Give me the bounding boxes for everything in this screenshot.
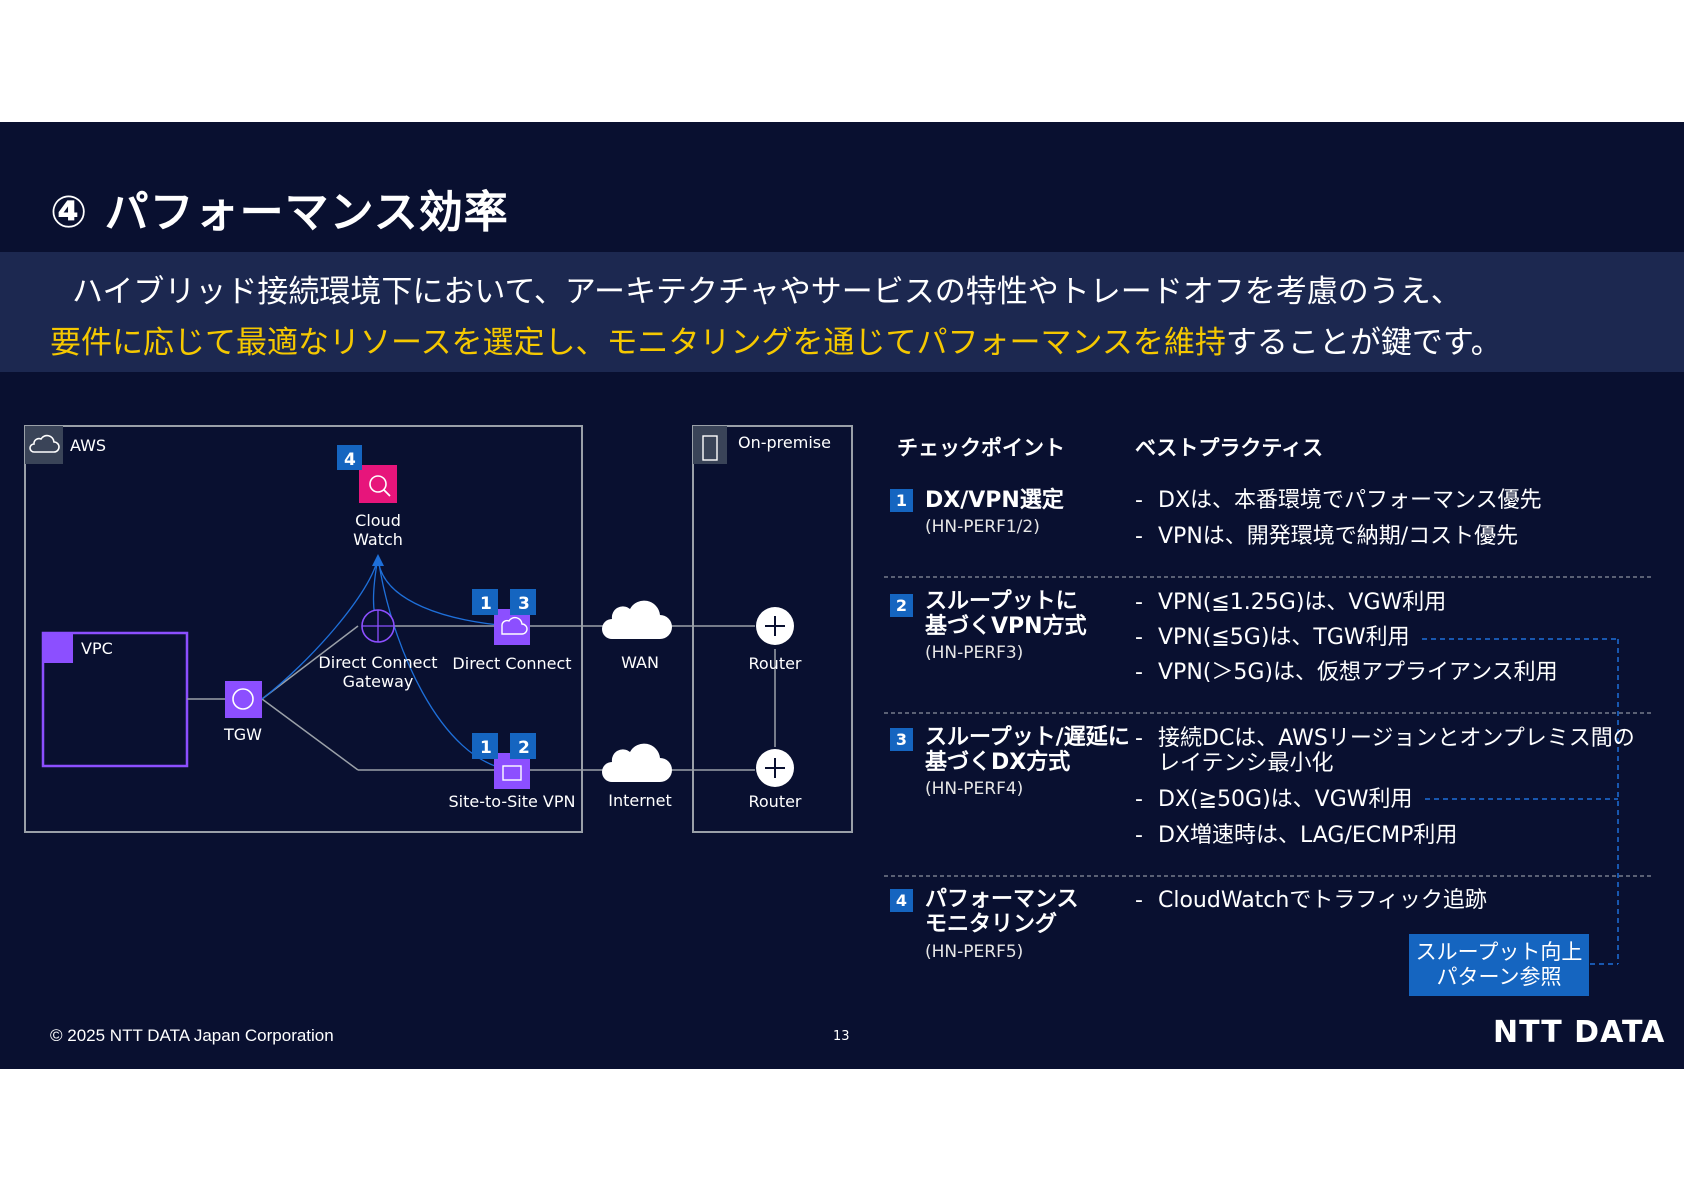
slide: ④ パフォーマンス効率 ハイブリッド接続環境下において、アーキテクチャやサービス…: [0, 122, 1684, 1069]
badge-vpn-1: [472, 733, 498, 759]
row-2-dash-1: -: [1135, 590, 1143, 615]
cloudwatch-glyph: [369, 475, 387, 493]
building-icon: [693, 426, 727, 464]
row-3-code: (HN-PERF4): [925, 779, 1024, 799]
badge-dc-3-text: 3: [518, 594, 530, 614]
row-4-practice-1: CloudWatchでトラフィック追跡: [1158, 888, 1487, 913]
page-title: ④ パフォーマンス効率: [50, 187, 509, 238]
internet-label: Internet: [608, 791, 672, 810]
aws-label: AWS: [70, 436, 106, 455]
row-3-practice-1: 接続DCは、AWSリージョンとオンプレミス間の: [1158, 726, 1635, 751]
col-header-best-practice: ベストプラクティス: [1135, 436, 1324, 460]
reference-note-line-1: スループット向上: [1415, 940, 1583, 964]
badge-dc-1-text: 1: [480, 594, 492, 614]
row-3-dash-3: -: [1135, 823, 1143, 848]
row-2-practice-3: VPN(＞5G)は、仮想アプライアンス利用: [1158, 660, 1558, 685]
row-3-practice-3: DX増速時は、LAG/ECMP利用: [1158, 823, 1458, 848]
page-number: 13: [833, 1029, 850, 1044]
dcgw-label-1: Direct Connect: [318, 653, 437, 672]
row-2-code: (HN-PERF3): [925, 643, 1024, 663]
intro-highlight: 要件に応じて最適なリソースを選定し、モニタリングを通じてパフォーマンスを維持: [50, 325, 1226, 361]
row-2-dash-3: -: [1135, 660, 1143, 685]
intro-rest: することが鍵です。: [1225, 325, 1502, 361]
row-3-practice-1-cont: レイテンシ最小化: [1158, 751, 1334, 776]
wan-label: WAN: [621, 653, 659, 672]
intro-line-1: ハイブリッド接続環境下において、アーキテクチャやサービスの特性やトレードオフを考…: [72, 274, 1462, 310]
row-3-dash-2: -: [1135, 787, 1143, 812]
tgw-icon: [225, 681, 262, 718]
onprem-boundary: [692, 425, 853, 833]
monitoring-lines: [261, 556, 513, 771]
ntt-data-logo: NTT DATA: [1493, 1015, 1666, 1050]
badge-dc-3: [510, 589, 536, 615]
tgw-label: TGW: [223, 725, 262, 744]
vpc-label: VPC: [81, 639, 113, 658]
s2s-label: Site-to-Site VPN: [449, 792, 576, 811]
row-1-code: (HN-PERF1/2): [925, 517, 1040, 537]
row-1-dash-1: -: [1135, 488, 1143, 513]
table-rules: [884, 576, 1652, 965]
badge-vpn-2-text: 2: [518, 738, 530, 758]
row-3-number: 3: [890, 728, 913, 751]
row-1-dash-2: -: [1135, 524, 1143, 549]
col-header-checkpoint: チェックポイント: [897, 436, 1065, 460]
row-4-number: 4: [890, 889, 913, 912]
reference-note: スループット向上 パターン参照: [1409, 934, 1589, 996]
reference-note-line-2: パターン参照: [1436, 965, 1562, 989]
row-4-code: (HN-PERF5): [925, 942, 1024, 962]
badge-vpn-2: [510, 733, 536, 759]
reference-connector: [1422, 638, 1619, 965]
cloudwatch-label-2: Watch: [353, 530, 403, 549]
arrow-head: [372, 554, 384, 566]
badge-vpn-1-text: 1: [480, 738, 492, 758]
building-glyph: [702, 435, 718, 461]
row-1-checkpoint: DX/VPN選定: [925, 488, 1064, 513]
intro-line-2: 要件に応じて最適なリソースを選定し、モニタリングを通じてパフォーマンスを維持する…: [50, 317, 1502, 362]
row-2-checkpoint-1: スループットに: [925, 589, 1078, 614]
onprem-label: On-premise: [738, 433, 831, 452]
architecture-diagram: AWS On-premise VPC: [24, 425, 853, 833]
router-bottom-label: Router: [748, 792, 801, 811]
cloudwatch-icon: [359, 465, 397, 503]
row-1-practice-2: VPNは、開発環境で納期/コスト優先: [1158, 524, 1519, 549]
row-4-checkpoint-1: パフォーマンス: [925, 887, 1079, 912]
row-2-practice-1: VPN(≦1.25G)は、VGW利用: [1158, 590, 1447, 615]
direct-connect-label: Direct Connect: [452, 654, 571, 673]
row-2-number: 2: [890, 594, 913, 617]
internet-cloud-icon: [602, 743, 672, 782]
row-3-checkpoint-1: スループット/遅延に: [925, 725, 1130, 750]
row-4-dash-1: -: [1135, 888, 1143, 913]
row-3-dash-1: -: [1135, 726, 1143, 751]
aws-boundary: [24, 425, 583, 833]
row-3-checkpoint-2: 基づくDX方式: [925, 750, 1071, 775]
wan-cloud-icon: [602, 600, 672, 639]
row-2-dash-2: -: [1135, 625, 1143, 650]
row-3-practice-2: DX(≧50G)は、VGW利用: [1158, 787, 1413, 812]
row-2-practice-2: VPN(≦5G)は、TGW利用: [1158, 625, 1410, 650]
row-2-checkpoint-2: 基づくVPN方式: [925, 614, 1087, 639]
cloudwatch-label-1: Cloud: [355, 511, 401, 530]
badge-dc-1: [472, 589, 498, 615]
dcgw-label-2: Gateway: [343, 672, 414, 691]
row-1-number: 1: [890, 489, 913, 512]
router-top-label: Router: [748, 654, 801, 673]
vpc-icon: [43, 633, 73, 663]
copyright: © 2025 NTT DATA Japan Corporation: [50, 1026, 334, 1045]
row-1-practice-1: DXは、本番環境でパフォーマンス優先: [1158, 488, 1542, 513]
intro-band: ハイブリッド接続環境下において、アーキテクチャやサービスの特性やトレードオフを考…: [0, 252, 1684, 372]
badge-4: [337, 445, 362, 470]
badge-4-text: 4: [344, 450, 356, 470]
row-4-checkpoint-2: モニタリング: [925, 912, 1058, 937]
aws-cloud-glyph: [29, 434, 60, 453]
